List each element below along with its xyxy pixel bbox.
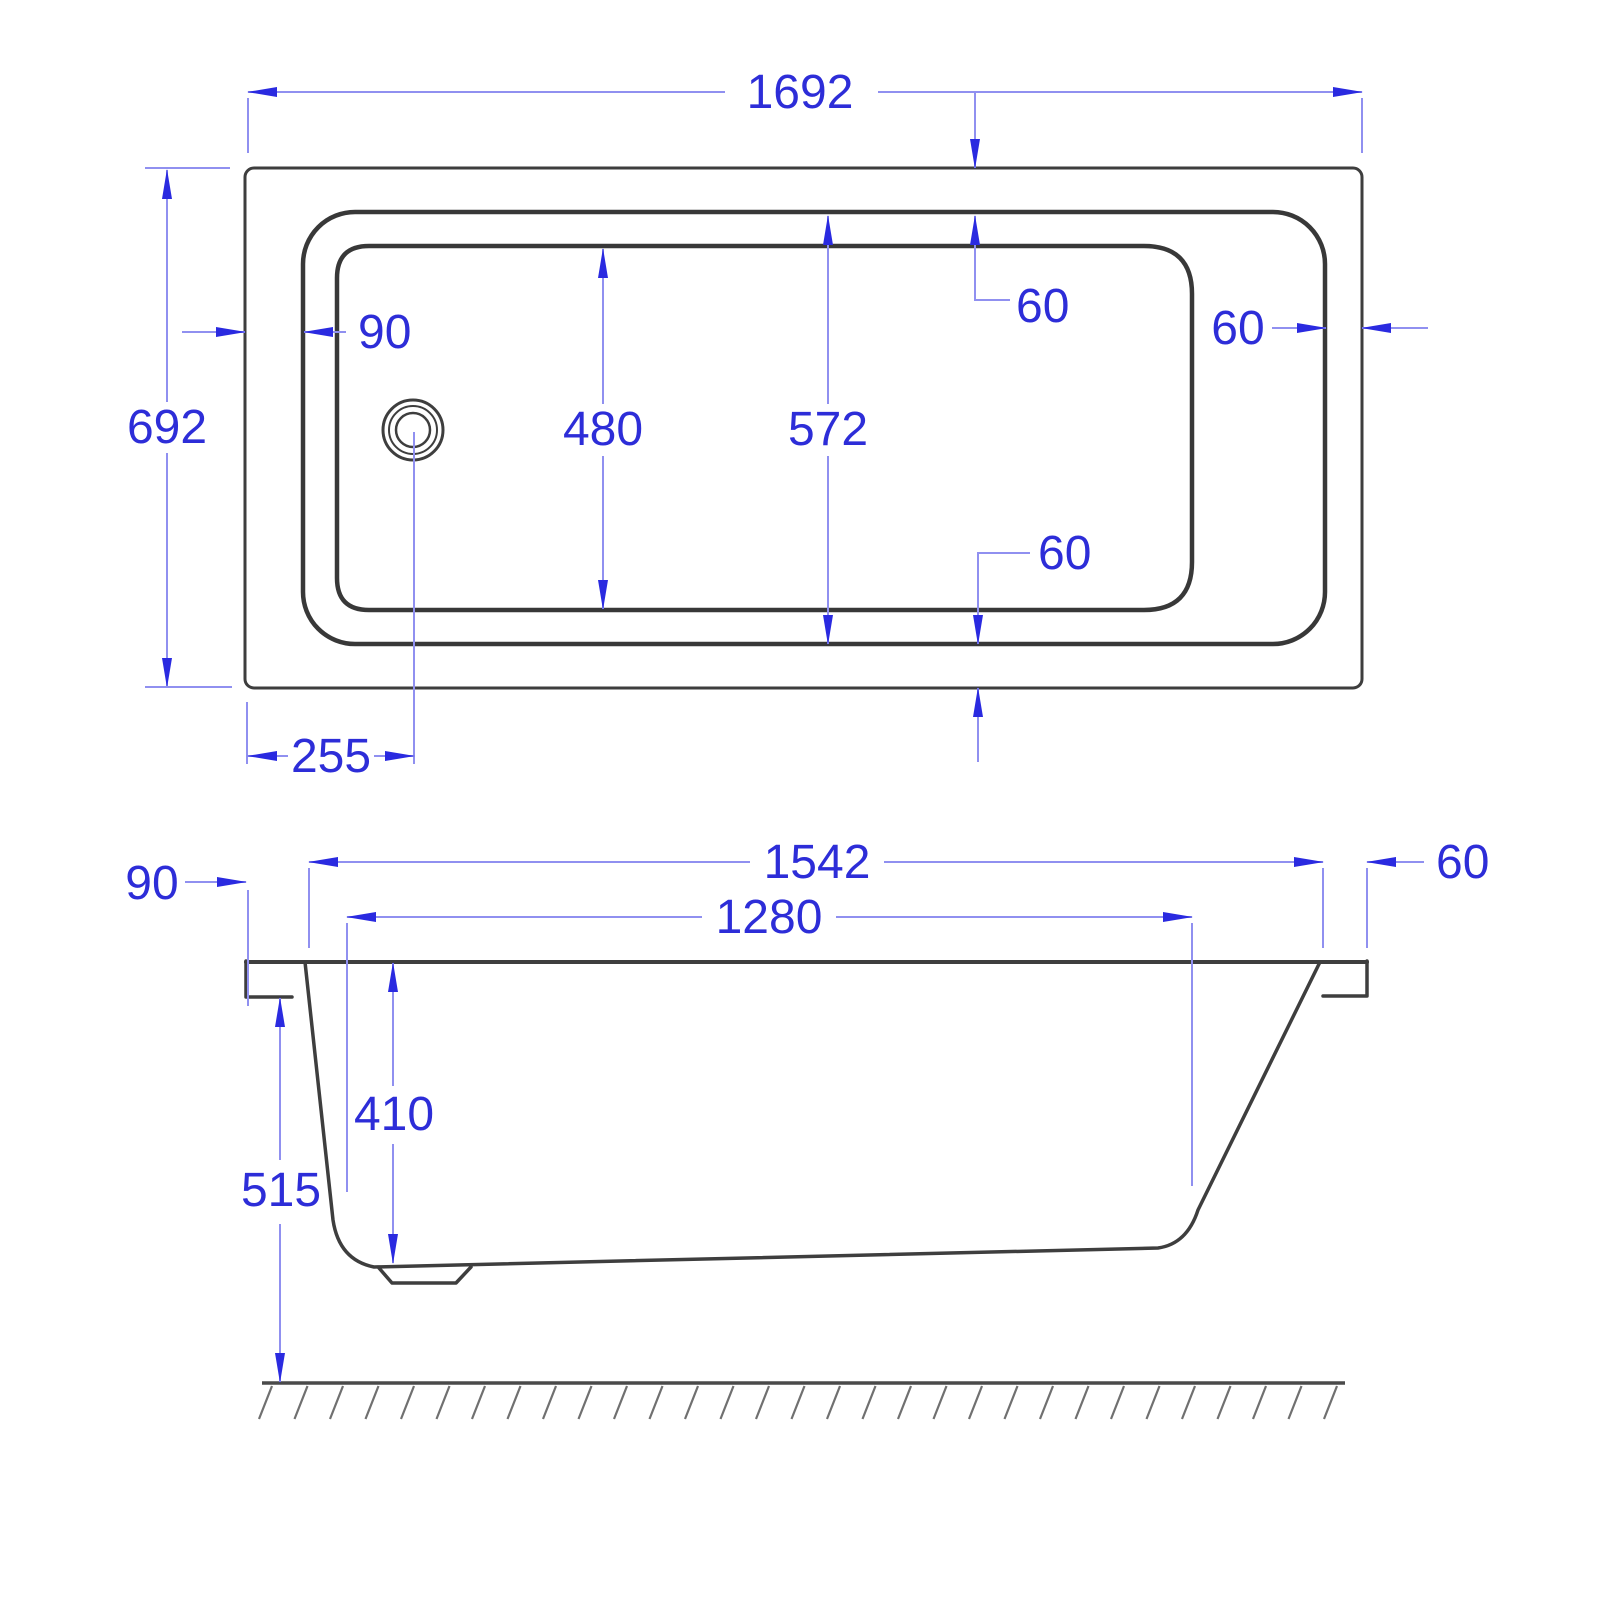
dim-label-drain-offset: 255 <box>291 730 371 783</box>
dim-plan-floor-width: 480 <box>563 248 643 610</box>
dim-side-interior-depth: 410 <box>354 962 434 1264</box>
dim-side-rim-opening-length: 1542 <box>308 836 1324 948</box>
dim-plan-left-rim: 90 <box>182 306 411 359</box>
dim-label-rim-opening-width: 572 <box>788 403 868 456</box>
dim-label-overall-height: 515 <box>241 1164 321 1217</box>
bathtub-side-outline <box>244 959 1369 1285</box>
right-rim-skirt <box>1321 959 1369 998</box>
dim-label-rim-opening-length: 1542 <box>764 836 871 889</box>
dim-label-interior-depth: 410 <box>354 1088 434 1141</box>
left-rim-skirt <box>244 959 294 999</box>
dim-side-floor-length: 1280 <box>346 891 1193 1192</box>
tub-profile-wall-and-bottom <box>303 960 1322 1269</box>
ground-symbol <box>257 1381 1345 1420</box>
dim-side-overall-height: 515 <box>241 997 321 1383</box>
bathtub-plan-outline <box>243 166 1364 690</box>
dim-label-overall-length: 1692 <box>747 66 854 119</box>
dim-plan-right-rim: 60 <box>1211 302 1428 355</box>
dim-plan-rim-opening-width: 572 <box>788 215 868 645</box>
side-view: 90 1542 1280 60 410 <box>125 836 1489 1420</box>
dim-label-left-rim: 90 <box>358 306 411 359</box>
dim-plan-bottom-rim: 60 <box>973 527 1091 762</box>
leader-line <box>973 552 1030 645</box>
dim-plan-overall-width: 692 <box>127 167 232 688</box>
dim-plan-overall-length: 1692 <box>247 66 1363 169</box>
dim-plan-drain-offset: 255 <box>246 432 415 783</box>
dim-side-right-overhang: 60 <box>1366 836 1489 948</box>
plan-view: 1692 692 90 60 60 <box>127 66 1428 783</box>
leader-line <box>970 215 1010 301</box>
dim-label-floor-width: 480 <box>563 403 643 456</box>
dim-label-right-rim: 60 <box>1211 302 1264 355</box>
tub-rim-inner-edge <box>300 209 1328 647</box>
bottom-foot-recess <box>377 1265 473 1285</box>
dim-label-top-rim: 60 <box>1016 280 1069 333</box>
dim-label-right-overhang: 60 <box>1436 836 1489 889</box>
tub-outer-edge <box>243 166 1364 690</box>
dim-plan-top-rim: 60 <box>970 215 1069 333</box>
dim-side-left-overhang: 90 <box>125 857 249 1006</box>
dim-label-overall-width: 692 <box>127 401 207 454</box>
dim-label-bottom-rim: 60 <box>1038 527 1091 580</box>
dim-label-left-overhang: 90 <box>125 857 178 910</box>
dim-label-floor-length: 1280 <box>716 891 823 944</box>
tub-floor-edge <box>334 243 1195 613</box>
ground-hatching <box>257 1385 1339 1420</box>
